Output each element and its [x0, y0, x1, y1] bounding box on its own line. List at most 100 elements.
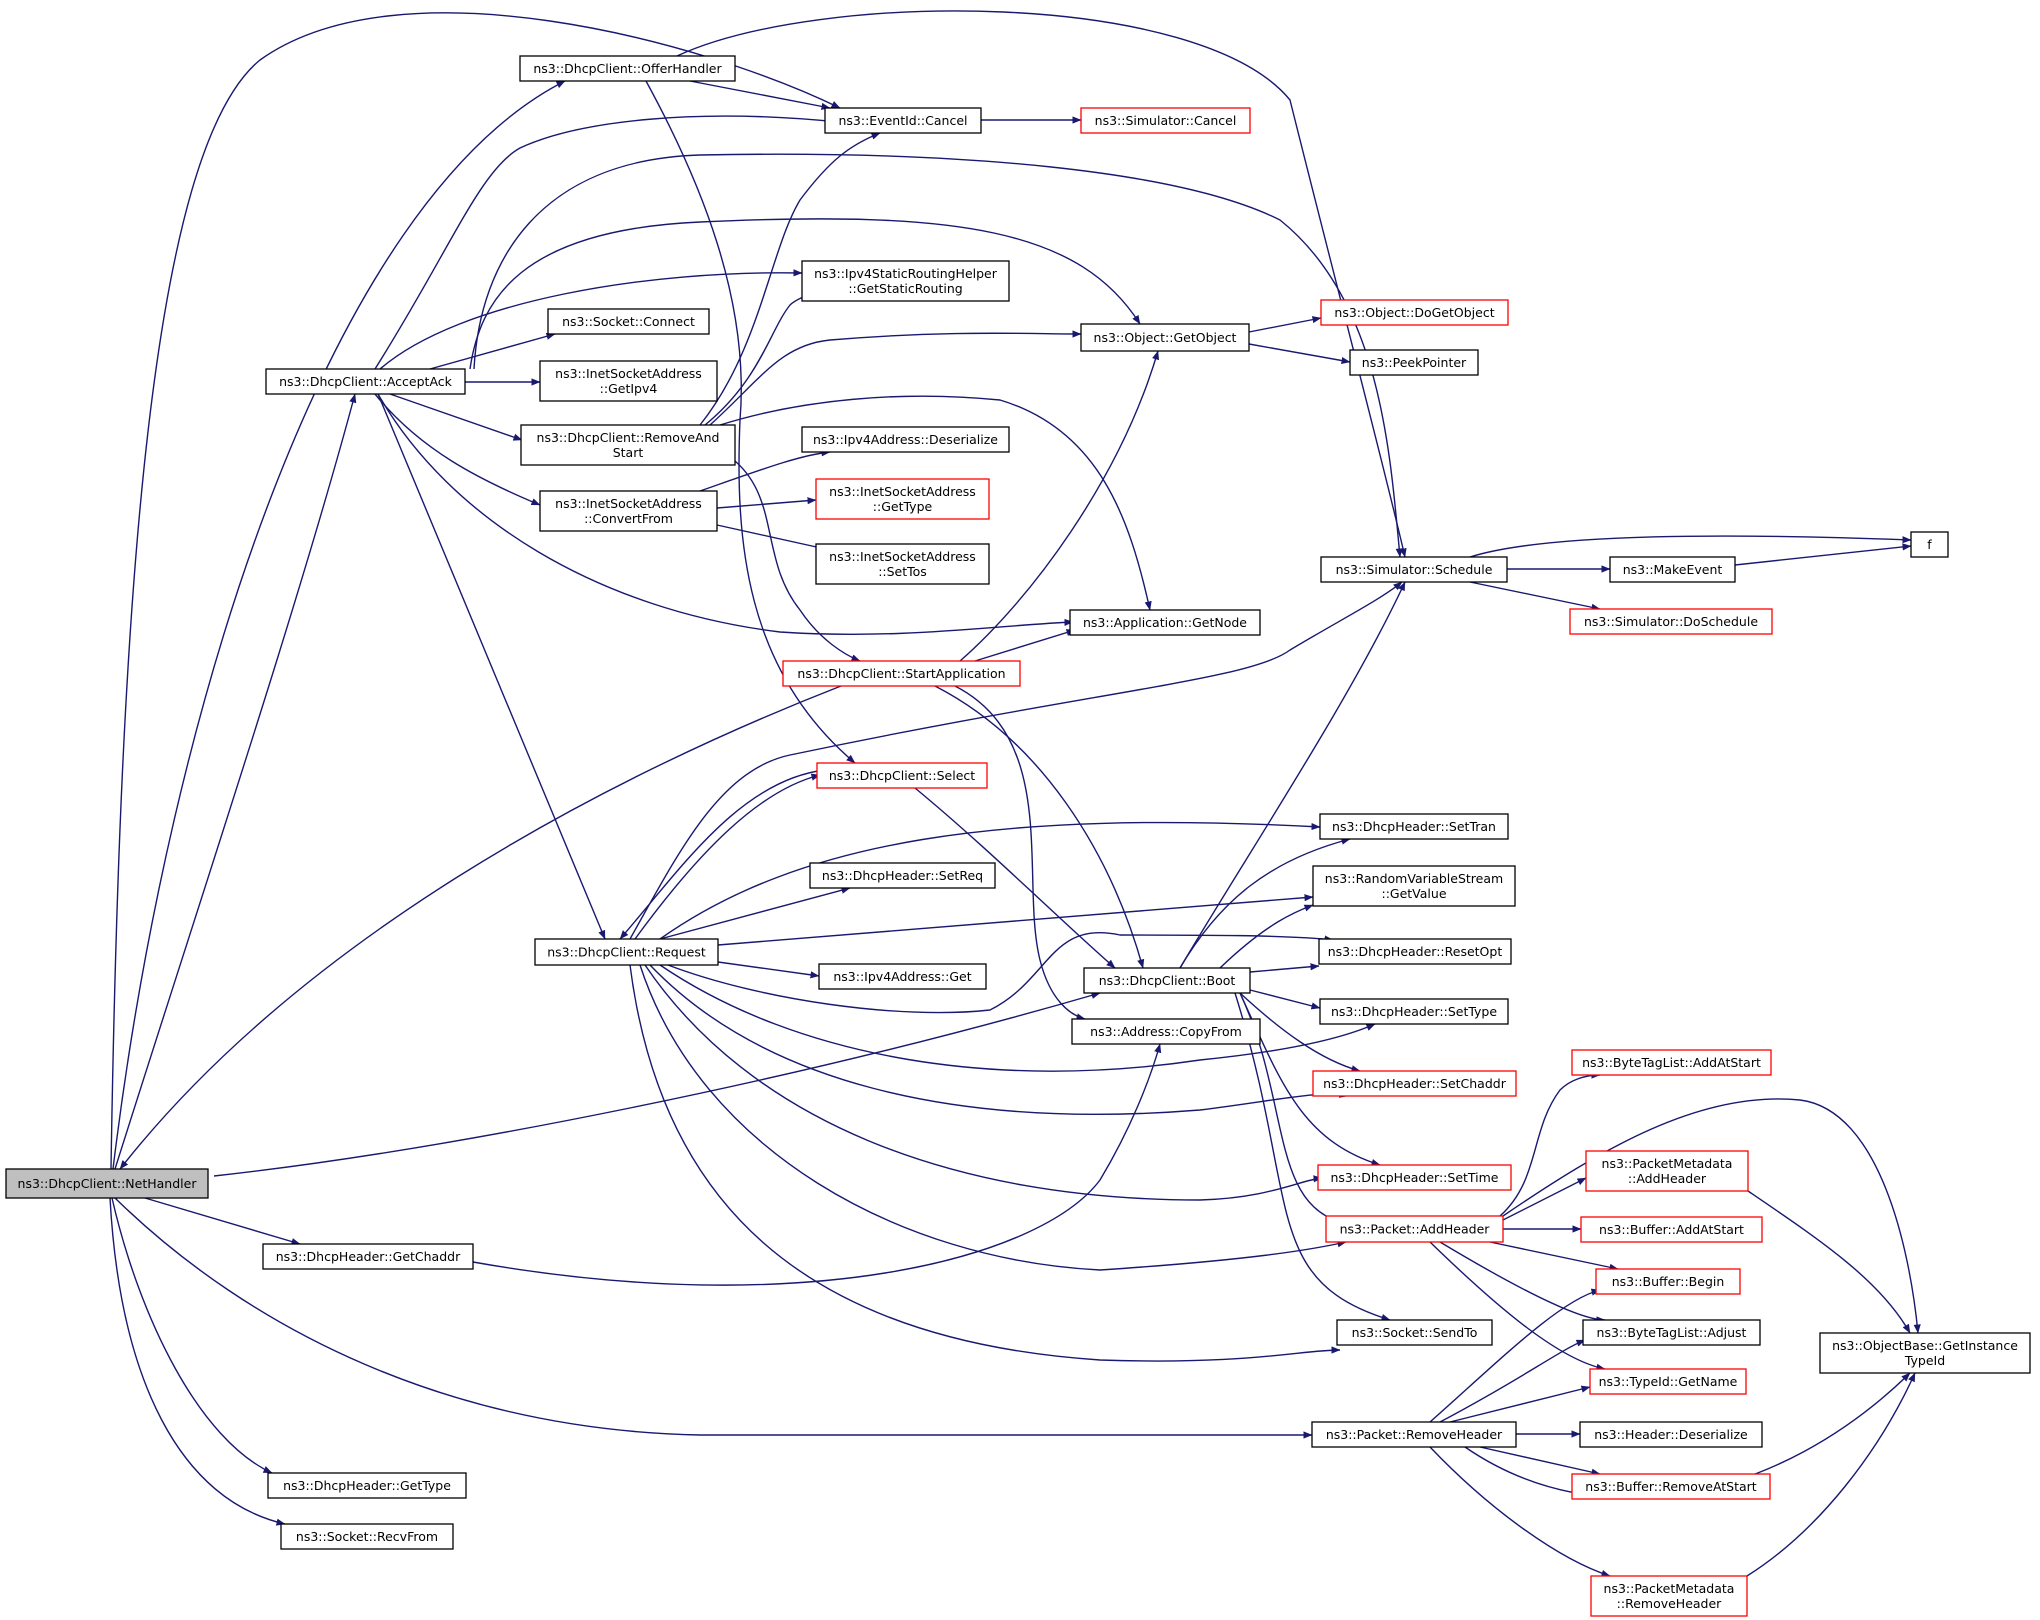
node-pmadd-header[interactable]: ns3::PacketMetadata::AddHeader [1585, 1150, 1749, 1192]
node-set-tos[interactable]: ns3::InetSocketAddress::SetTos [815, 543, 990, 585]
node-socket-connect[interactable]: ns3::Socket::Connect [547, 308, 710, 335]
node-box[interactable] [267, 1472, 467, 1499]
node-box[interactable] [815, 543, 990, 585]
node-box[interactable] [816, 762, 988, 789]
node-box[interactable] [1312, 865, 1516, 907]
node-do-get-object[interactable]: ns3::Object::DoGetObject [1320, 299, 1509, 326]
node-box[interactable] [1336, 1319, 1493, 1346]
node-boot[interactable]: ns3::DhcpClient::Boot [1083, 967, 1251, 994]
node-simulator-cancel[interactable]: ns3::Simulator::Cancel [1080, 107, 1251, 134]
node-box[interactable] [5, 1168, 209, 1199]
node-box[interactable] [801, 426, 1010, 453]
node-box[interactable] [1071, 1018, 1261, 1045]
node-convert-from[interactable]: ns3::InetSocketAddress::ConvertFrom [539, 490, 718, 532]
node-send-to[interactable]: ns3::Socket::SendTo [1336, 1319, 1493, 1346]
node-box[interactable] [1910, 531, 1949, 558]
node-set-time[interactable]: ns3::DhcpHeader::SetTime [1317, 1164, 1512, 1191]
node-add-at-start-tag[interactable]: ns3::ByteTagList::AddAtStart [1571, 1049, 1772, 1076]
node-box[interactable] [1589, 1368, 1747, 1395]
node-box[interactable] [1312, 1070, 1517, 1097]
node-recv-from[interactable]: ns3::Socket::RecvFrom [280, 1523, 454, 1550]
node-remove-header[interactable]: ns3::Packet::RemoveHeader [1311, 1421, 1517, 1448]
node-tag-adjust[interactable]: ns3::ByteTagList::Adjust [1582, 1319, 1761, 1346]
node-box[interactable] [1325, 1215, 1504, 1243]
node-box[interactable] [280, 1523, 454, 1550]
node-copy-from[interactable]: ns3::Address::CopyFrom [1071, 1018, 1261, 1045]
node-make-event[interactable]: ns3::MakeEvent [1609, 556, 1736, 583]
node-object-get-object[interactable]: ns3::Object::GetObject [1080, 323, 1250, 352]
node-box[interactable] [1319, 998, 1509, 1025]
node-box[interactable] [1571, 1473, 1771, 1500]
node-box[interactable] [801, 260, 1010, 302]
node-box[interactable] [824, 107, 982, 134]
node-packet-add-header[interactable]: ns3::Packet::AddHeader [1325, 1215, 1504, 1243]
node-set-chaddr[interactable]: ns3::DhcpHeader::SetChaddr [1312, 1070, 1517, 1097]
node-rvsget-value[interactable]: ns3::RandomVariableStream::GetValue [1312, 865, 1516, 907]
node-box[interactable] [1590, 1575, 1748, 1617]
node-get-ipv4[interactable]: ns3::InetSocketAddress::GetIpv4 [539, 360, 718, 402]
node-box[interactable] [265, 368, 466, 395]
node-box[interactable] [539, 360, 718, 402]
node-request[interactable]: ns3::DhcpClient::Request [534, 938, 719, 966]
node-select[interactable]: ns3::DhcpClient::Select [816, 762, 988, 789]
node-box[interactable] [1311, 1421, 1517, 1448]
node-set-type[interactable]: ns3::DhcpHeader::SetType [1319, 998, 1509, 1025]
node-event-id-cancel[interactable]: ns3::EventId::Cancel [824, 107, 982, 134]
node-box[interactable] [1579, 1421, 1763, 1448]
node-box[interactable] [1349, 349, 1479, 376]
node-box[interactable] [818, 963, 987, 990]
node-box[interactable] [1069, 609, 1261, 636]
node-do-schedule[interactable]: ns3::Simulator::DoSchedule [1569, 608, 1773, 635]
node-get-static-routing[interactable]: ns3::Ipv4StaticRoutingHelper::GetStaticR… [801, 260, 1010, 302]
node-box[interactable] [1569, 608, 1773, 635]
node-start-application[interactable]: ns3::DhcpClient::StartApplication [782, 660, 1021, 687]
node-box[interactable] [1582, 1319, 1761, 1346]
node-header-deserialize[interactable]: ns3::Header::Deserialize [1579, 1421, 1763, 1448]
node-box[interactable] [782, 660, 1021, 687]
node-box[interactable] [519, 55, 736, 82]
node-box[interactable] [547, 308, 710, 335]
node-box[interactable] [1080, 323, 1250, 352]
node-dhcp-get-type[interactable]: ns3::DhcpHeader::GetType [267, 1472, 467, 1499]
node-buffer-remove-at-start[interactable]: ns3::Buffer::RemoveAtStart [1571, 1473, 1771, 1500]
node-type-id-get-name[interactable]: ns3::TypeId::GetName [1589, 1368, 1747, 1395]
node-ipv4-get[interactable]: ns3::Ipv4Address::Get [818, 963, 987, 990]
node-schedule[interactable]: ns3::Simulator::Schedule [1320, 556, 1508, 583]
node-buffer-begin[interactable]: ns3::Buffer::Begin [1595, 1268, 1741, 1295]
node-box[interactable] [1083, 967, 1251, 994]
node-get-chaddr[interactable]: ns3::DhcpHeader::GetChaddr [262, 1243, 474, 1270]
node-box[interactable] [1819, 1332, 2031, 1374]
node-box[interactable] [1320, 299, 1509, 326]
node-accept-ack[interactable]: ns3::DhcpClient::AcceptAck [265, 368, 466, 395]
node-box[interactable] [1571, 1049, 1772, 1076]
node-box[interactable] [1318, 938, 1512, 965]
node-box[interactable] [1080, 107, 1251, 134]
node-box[interactable] [1609, 556, 1736, 583]
node-box[interactable] [520, 424, 736, 466]
node-box[interactable] [809, 862, 996, 889]
node-box[interactable] [534, 938, 719, 966]
node-box[interactable] [1580, 1216, 1763, 1243]
node-box[interactable] [262, 1243, 474, 1270]
node-set-tran[interactable]: ns3::DhcpHeader::SetTran [1319, 813, 1509, 840]
node-pmremove-header[interactable]: ns3::PacketMetadata::RemoveHeader [1590, 1575, 1748, 1617]
node-box[interactable] [1317, 1164, 1512, 1191]
node-ipv4-deserialize[interactable]: ns3::Ipv4Address::Deserialize [801, 426, 1010, 453]
node-box[interactable] [1320, 556, 1508, 583]
node-inet-get-type[interactable]: ns3::InetSocketAddress::GetType [815, 478, 990, 520]
node-f[interactable]: f [1910, 531, 1949, 558]
node-get-node[interactable]: ns3::Application::GetNode [1069, 609, 1261, 636]
node-box[interactable] [1585, 1150, 1749, 1192]
node-net-handler[interactable]: ns3::DhcpClient::NetHandler [5, 1168, 209, 1199]
node-box[interactable] [815, 478, 990, 520]
node-box[interactable] [1595, 1268, 1741, 1295]
node-buffer-add-at-start[interactable]: ns3::Buffer::AddAtStart [1580, 1216, 1763, 1243]
node-offer-handler[interactable]: ns3::DhcpClient::OfferHandler [519, 55, 736, 82]
node-reset-opt[interactable]: ns3::DhcpHeader::ResetOpt [1318, 938, 1512, 965]
node-box[interactable] [1319, 813, 1509, 840]
node-box[interactable] [539, 490, 718, 532]
node-peek-pointer[interactable]: ns3::PeekPointer [1349, 349, 1479, 376]
node-set-req[interactable]: ns3::DhcpHeader::SetReq [809, 862, 996, 889]
